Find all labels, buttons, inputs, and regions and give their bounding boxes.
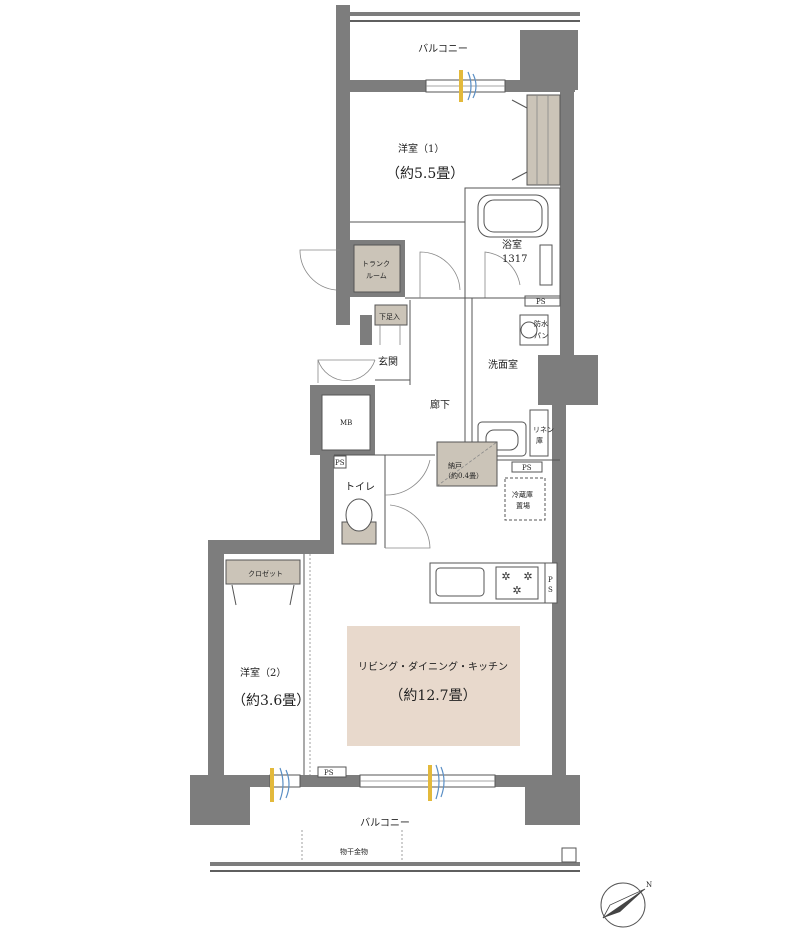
linen-shelf-label: リネン (533, 426, 554, 434)
bathroom-label: 浴室 (502, 238, 522, 251)
north-arrow: N (600, 881, 652, 928)
balcony-bottom-label: バルコニー (360, 817, 410, 829)
burner-icon: ✲ (512, 584, 521, 597)
ldk-size: （約12.7畳） (389, 688, 476, 704)
burner-icon: ✲ (523, 570, 532, 583)
entrance-label: 玄関 (378, 355, 398, 368)
north-label: N (646, 881, 652, 889)
western-room-1-size: （約5.5畳） (386, 166, 464, 182)
toilet: PS トイレ (333, 455, 431, 549)
ps-mid: PS (522, 464, 532, 472)
waterproof-pan-label-2: パン (534, 332, 548, 340)
trunk-room-label-2: ルーム (366, 272, 387, 280)
kitchen: 冷蔵庫 置場 ✲ ✲ ✲ P S (429, 477, 558, 604)
storage-size: （約0.4畳） (444, 471, 483, 480)
western-room-2-size: （約3.6畳） (232, 693, 310, 709)
ps-top: PS (536, 298, 546, 306)
balcony-top-label: バルコニー (418, 43, 468, 55)
toilet-label: トイレ (345, 482, 375, 493)
trunk-room-label-1: トランク (362, 260, 390, 268)
closet-top (526, 94, 561, 186)
mb-label: MB (340, 419, 352, 427)
ps-bottom: PS (324, 769, 334, 777)
western-room-2-label: 洋室（2） (240, 666, 286, 679)
western-room-1-label: 洋室（1） (398, 142, 444, 155)
ldk: リビング・ダイニング・キッチン （約12.7畳） (347, 626, 520, 801)
svg-text:庫: 庫 (536, 436, 543, 445)
mb: MB (321, 394, 371, 451)
western-room-2: クロゼット 洋室（2） （約3.6畳） PS (224, 554, 347, 802)
ldk-floor (347, 626, 520, 746)
washroom-label: 洗面室 (488, 358, 518, 371)
column-bottom-left (190, 775, 250, 825)
storage-label: 納戸 (448, 461, 462, 470)
shoe-storage (374, 304, 408, 326)
handrail-label: 物干金物 (340, 847, 368, 856)
balcony-top: バルコニー (350, 12, 580, 90)
hallway: 廊下 (430, 398, 450, 411)
ps-kitchen: P (548, 576, 553, 584)
closet-bottom (225, 559, 301, 585)
bathroom-size: 1317 (502, 254, 527, 265)
closet-bottom-label: クロゼット (248, 569, 283, 578)
balcony-bottom: バルコニー 物干金物 (210, 817, 580, 872)
washroom: 防水 パン 洗面室 リネン 庫 PS (477, 314, 554, 473)
storage: 納戸 （約0.4畳） (436, 441, 498, 487)
column-bottom-right (525, 775, 580, 825)
toilet-bowl (345, 498, 373, 532)
ps-toilet: PS (335, 459, 345, 467)
hallway-label: 廊下 (430, 398, 450, 411)
bathroom: 浴室 1317 PS (464, 187, 561, 307)
svg-text:S: S (548, 586, 553, 594)
burner-icon: ✲ (501, 570, 510, 583)
ldk-label: リビング・ダイニング・キッチン (358, 660, 508, 673)
fridge-space-label-2: 置場 (516, 501, 530, 510)
trunk-room: トランク ルーム (299, 240, 405, 297)
window-marker (459, 70, 463, 102)
outer-walls (190, 5, 598, 825)
entrance: 下足入 玄関 (317, 304, 408, 383)
waterproof-pan-label-1: 防水 (534, 319, 548, 328)
stove (495, 566, 539, 600)
fridge-space-label-1: 冷蔵庫 (512, 490, 533, 499)
column-right-mid (538, 355, 598, 405)
shoe-storage-label: 下足入 (379, 313, 400, 321)
kitchen-sink (435, 567, 485, 597)
